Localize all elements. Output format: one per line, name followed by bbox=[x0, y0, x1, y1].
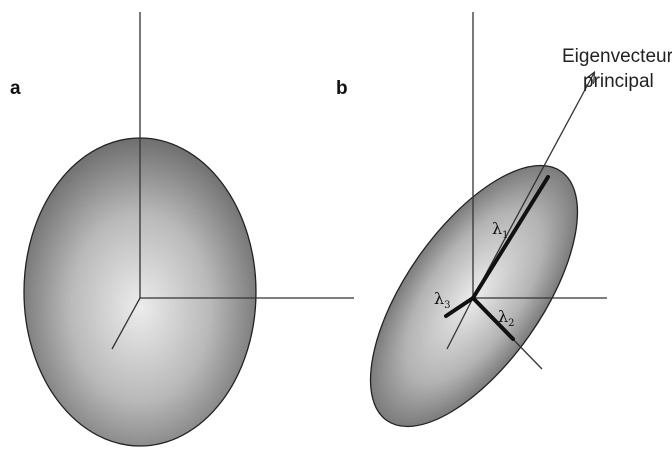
lambda3-axis bbox=[444, 296, 475, 318]
panel-a-label: a bbox=[10, 78, 21, 99]
panel-b-label: b bbox=[336, 78, 348, 99]
annotation-line2: principal bbox=[583, 71, 654, 92]
principal-eigenvector-arrow bbox=[472, 73, 594, 299]
panel-a: a bbox=[10, 12, 354, 447]
anisotropic-ellipsoid bbox=[369, 164, 579, 428]
lambda1-axis bbox=[471, 175, 550, 300]
annotation-line1: Eigenvecteur bbox=[562, 46, 672, 67]
lambda2-label: λ2 bbox=[498, 307, 515, 329]
lambda2-axis bbox=[471, 296, 515, 341]
y-axis-b bbox=[446, 297, 474, 350]
lambda1-label: λ1 bbox=[492, 219, 509, 241]
panel-b: b λ1 λ2 λ3 Eigenvecteur principal bbox=[336, 12, 672, 428]
lambda3-label: λ3 bbox=[434, 289, 451, 311]
y-axis-a bbox=[111, 297, 141, 350]
